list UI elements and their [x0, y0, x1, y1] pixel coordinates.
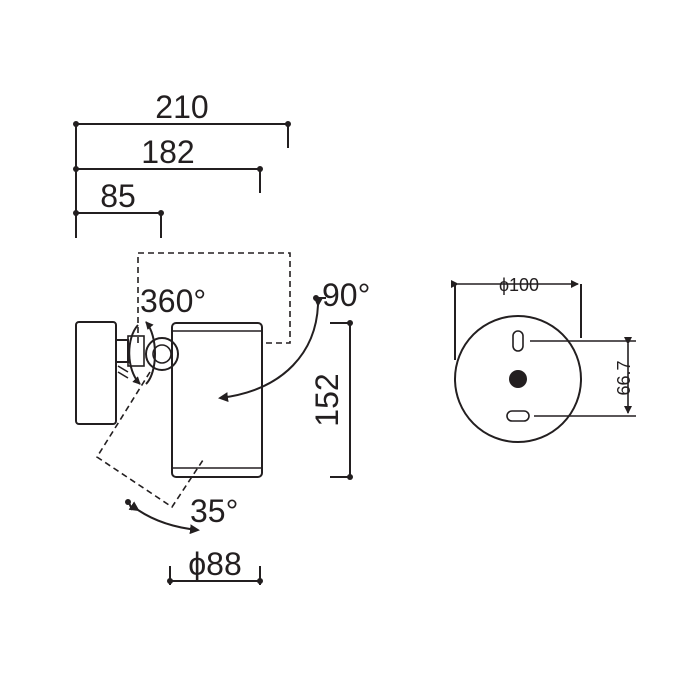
rotation-arrow [128, 324, 141, 385]
dimension-210: 210 [73, 89, 291, 238]
arm-bracket [127, 335, 145, 367]
base-plate [454, 315, 582, 443]
dimension-210-label: 210 [155, 89, 208, 125]
base-view [454, 315, 582, 443]
lamp-head [171, 322, 263, 478]
fixture-side-view: 360° [75, 252, 291, 509]
rotation-360-label: 360° [140, 283, 206, 319]
dimension-85-label: 85 [100, 178, 136, 214]
dimension-66-7: 66.7 [530, 337, 636, 417]
tilt-down-indicator: 35° [125, 493, 238, 535]
dimension-182: 182 [73, 134, 263, 193]
tilt-up-indicator: 90° [218, 277, 370, 402]
dimension-phi88: ϕ88 [167, 546, 263, 585]
dimension-152-label: 152 [309, 373, 345, 426]
dimension-phi100-label: ϕ100 [499, 275, 539, 295]
dimension-152: 152 [309, 320, 353, 480]
tilt-35-label: 35° [190, 493, 238, 529]
pivot-knob [145, 337, 179, 371]
tilt-down-outline [95, 371, 204, 509]
lower-slot [506, 410, 530, 422]
center-hole [509, 370, 527, 388]
dimension-phi88-label: ϕ88 [188, 546, 242, 582]
tilt-90-label: 90° [322, 277, 370, 313]
dimension-66-7-label: 66.7 [614, 360, 634, 395]
upper-slot [512, 330, 524, 352]
dimension-85: 85 [73, 178, 164, 238]
dimension-182-label: 182 [141, 134, 194, 170]
dimension-phi100: ϕ100 [451, 275, 582, 360]
arm-joint [115, 339, 129, 363]
wall-base [75, 321, 117, 425]
